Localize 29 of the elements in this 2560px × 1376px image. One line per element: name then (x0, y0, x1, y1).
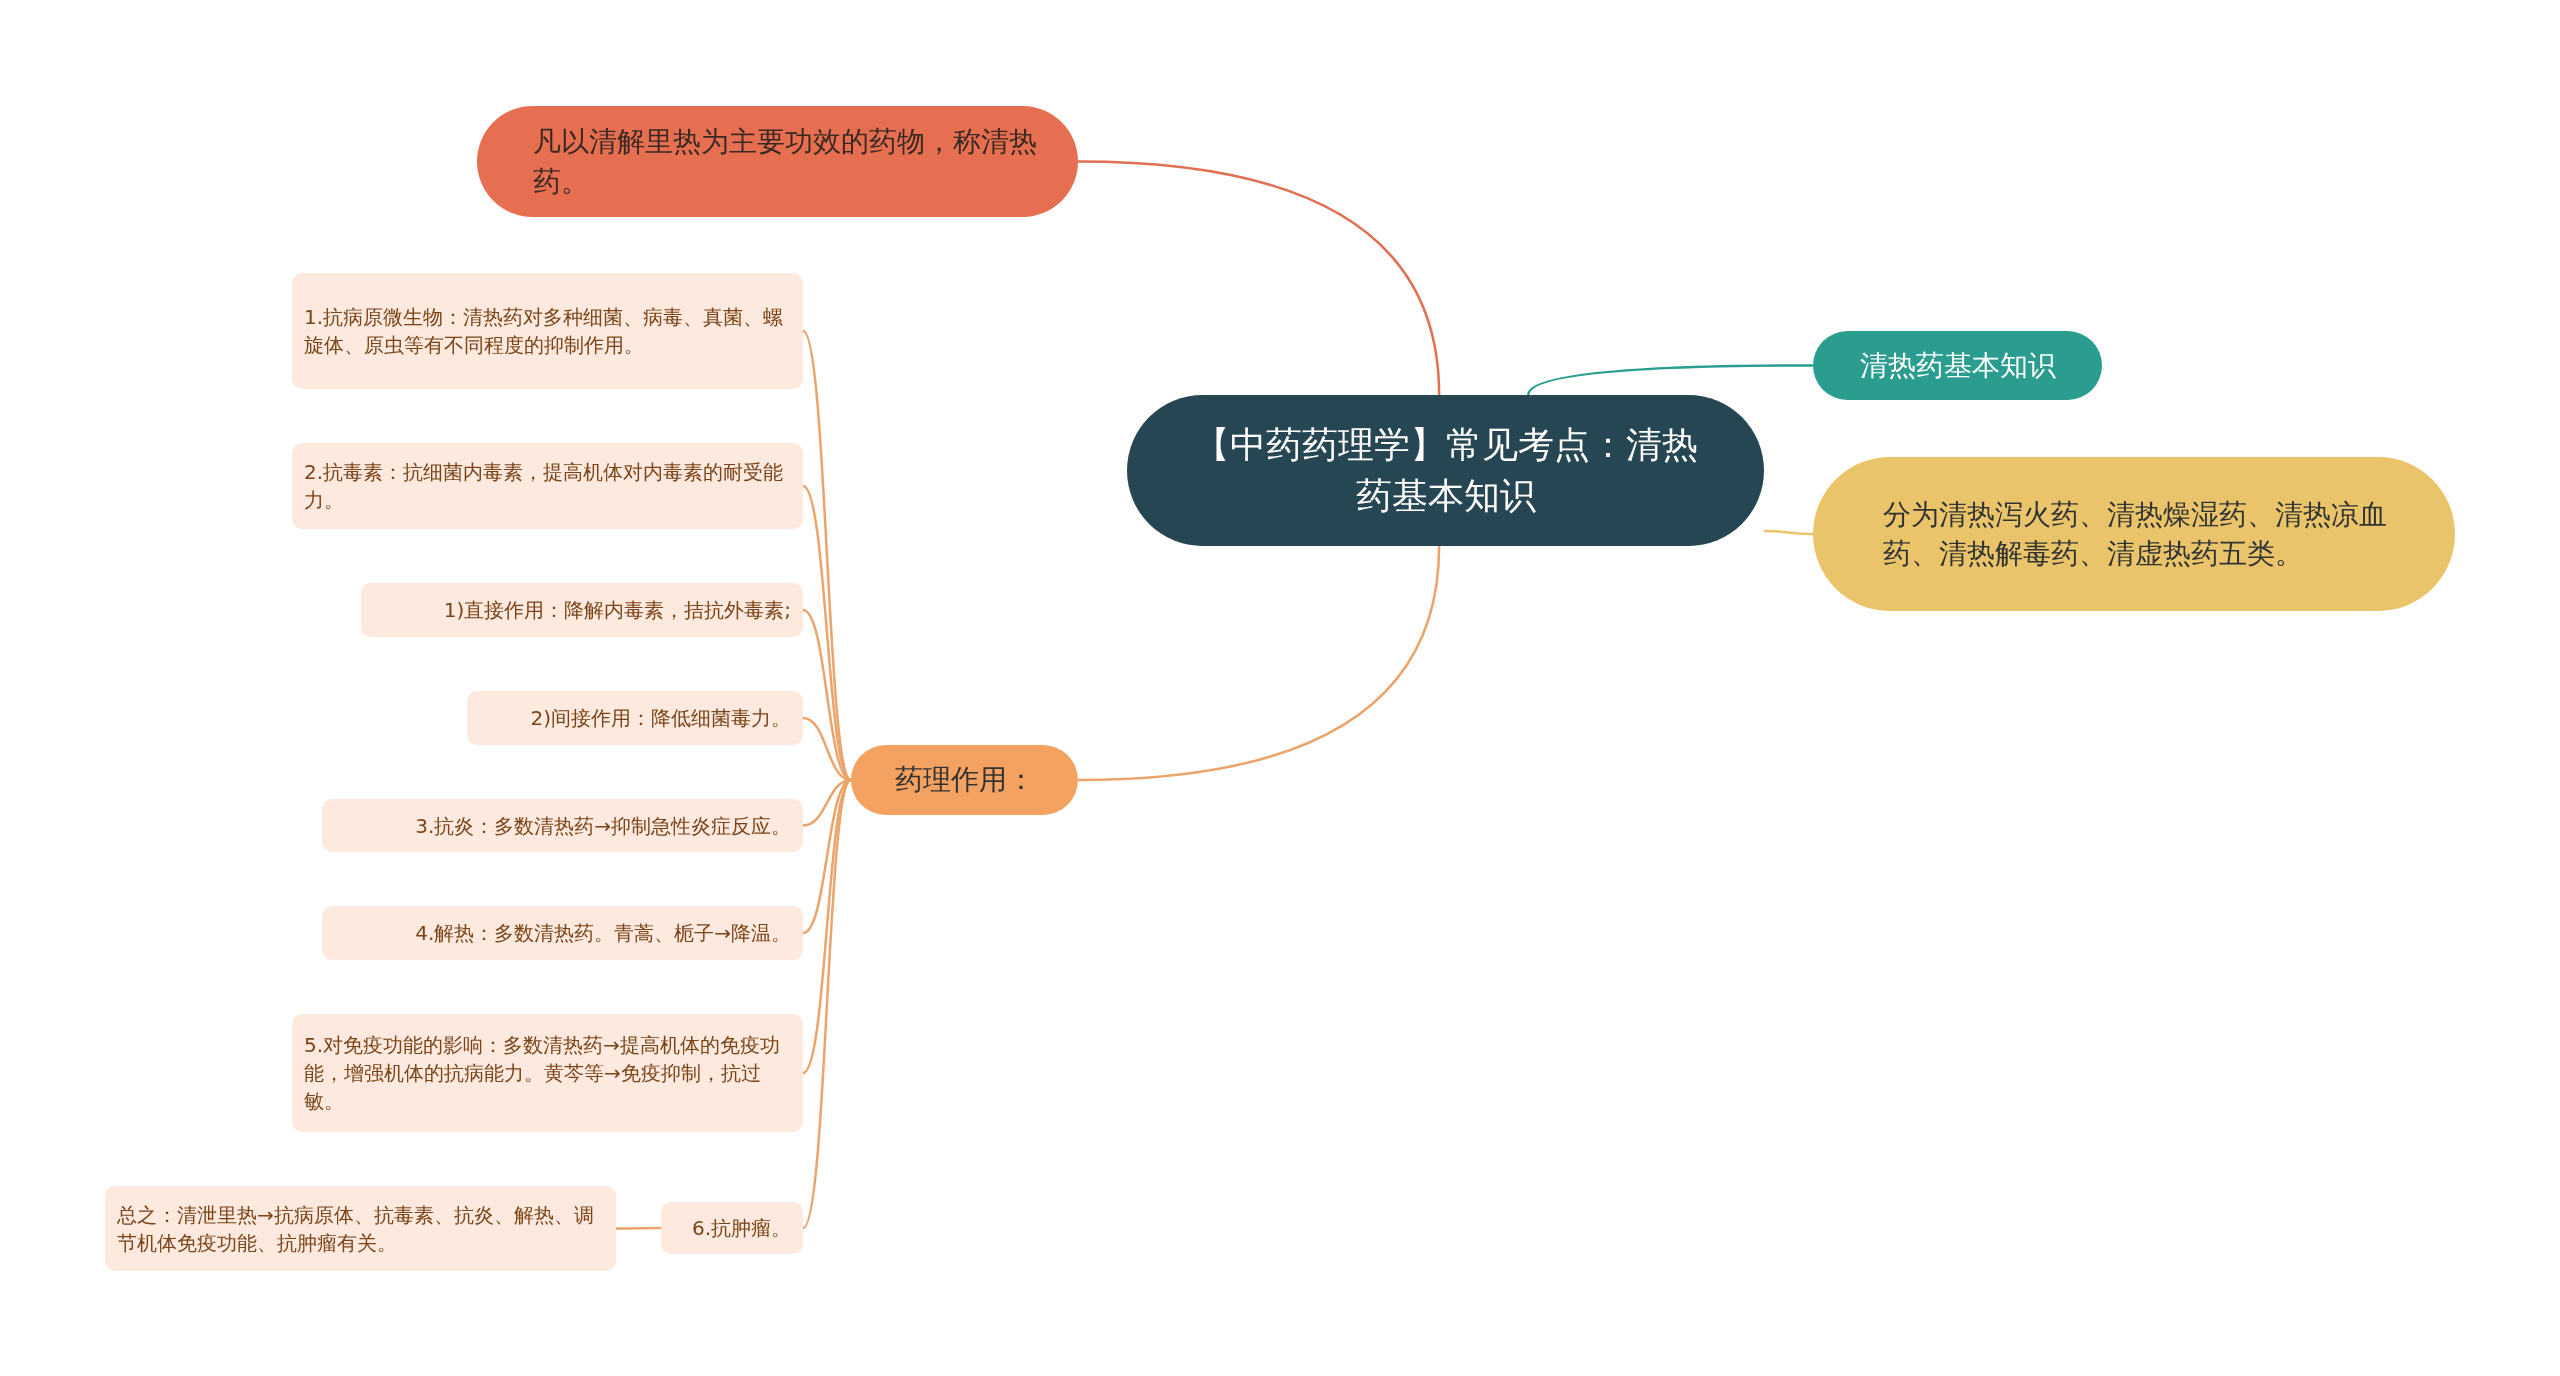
subtopic-card (361, 583, 803, 637)
connector-line (1077, 545, 1441, 782)
topic-text: 4.解热：多数清热药。青蒿、栀子→降温。 (415, 920, 791, 947)
topic-text: 药理作用： (894, 762, 1035, 799)
topic-text: 清热药基本知识 (1859, 347, 2056, 384)
topic-text: 分为清热泻火药、清热燥湿药、清热凉血药、清热解毒药、清虚热药五类。 (1883, 496, 2388, 572)
topic-text: 5.对免疫功能的影响：多数清热药→提高机体的免疫功能，增强机体的抗病能力。黄芩等→免疫抑制，抗过敏。 (304, 1032, 781, 1115)
subtopic-card (292, 1014, 803, 1132)
topic-text: 2)间接作用：降低细菌毒力。 (530, 705, 791, 732)
connector-line (1764, 529, 1813, 536)
subtopic-card (661, 1202, 803, 1254)
topic-text: 3.抗炎：多数清热药→抑制急性炎症反应。 (415, 812, 791, 840)
topic-text: 【中药药理学】常见考点：清热药基本知识 (1192, 423, 1699, 518)
subtopic-card (292, 273, 803, 389)
topic-text: 总之：清泄里热→抗病原体、抗毒素、抗炎、解热、调节机体免疫功能、抗肿瘤有关。 (117, 1201, 595, 1257)
topic-text: 凡以清解里热为主要功效的药物，称清热药。 (533, 124, 1038, 200)
subtopic-card (322, 906, 803, 960)
topic-text: 6.抗肿瘤。 (691, 1215, 791, 1242)
connector-line (1527, 364, 1813, 396)
topic-text: 2.抗毒素：抗细菌内毒素，提高机体对内毒素的耐受能力。 (304, 459, 785, 514)
subtopic-card (292, 443, 803, 529)
subtopic-card (105, 1186, 616, 1271)
connector-line (1077, 160, 1441, 396)
connector-line (801, 779, 853, 1229)
topic-text: 1)直接作用：降解内毒素，拮抗外毒素; (443, 597, 791, 624)
connector-line (616, 1226, 661, 1230)
subtopic-card (322, 799, 803, 852)
topic-text: 1.抗病原微生物：清热药对多种细菌、病毒、真菌、螺旋体、原虫等有不同程度的抑制作用。 (304, 304, 785, 359)
subtopic-card (467, 691, 803, 745)
